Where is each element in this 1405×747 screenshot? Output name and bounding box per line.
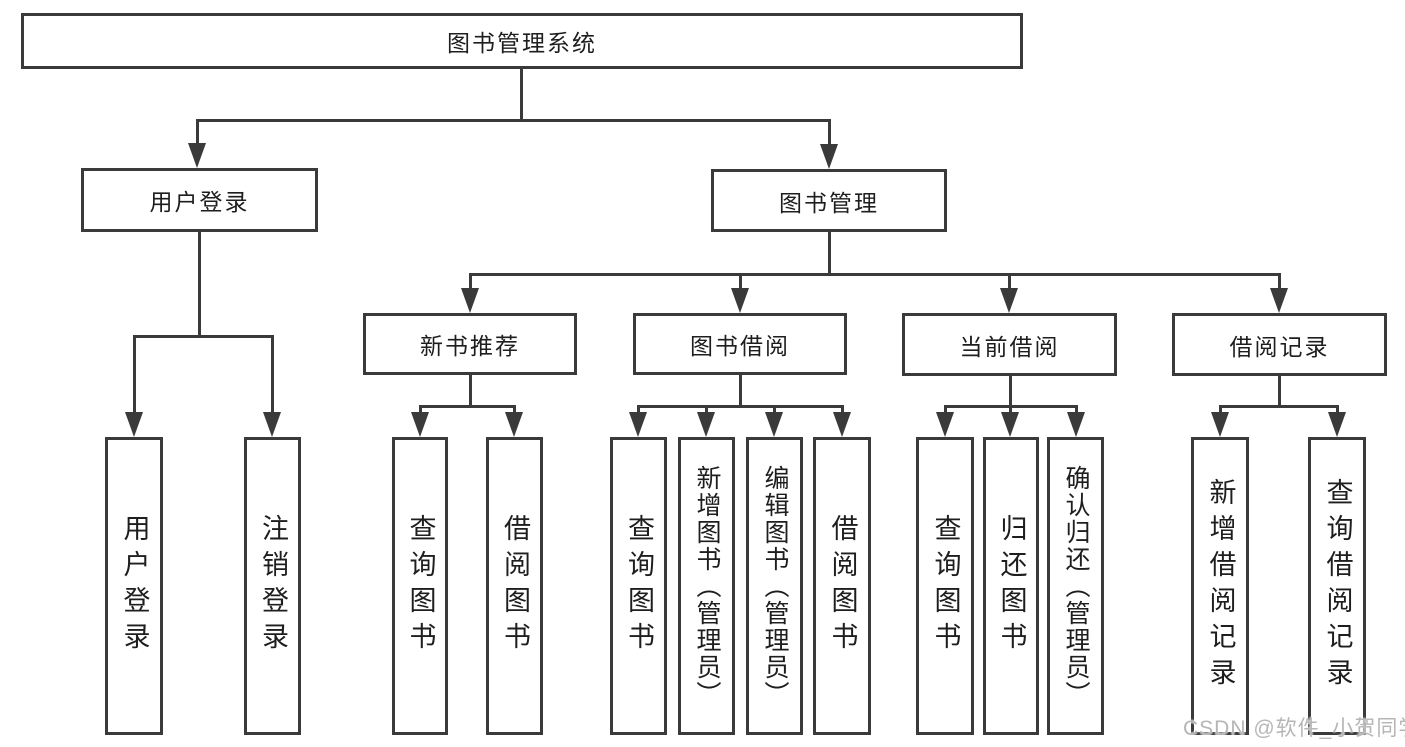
- arrowhead: [1270, 288, 1288, 313]
- node-user-login-label: 用户登录: [149, 189, 250, 215]
- leaf-query-books-current-label: 查询图书: [930, 514, 961, 658]
- leaf-user-login: 用户登录: [105, 437, 163, 735]
- leaf-add-books-admin: 新增图书（管理员）: [678, 437, 735, 735]
- arrowhead: [263, 412, 281, 437]
- arrowhead: [1211, 412, 1229, 437]
- leaf-query-borrow-record-label: 查询借阅记录: [1322, 478, 1353, 694]
- v-line: [271, 335, 274, 414]
- leaf-borrow-books-recommend: 借阅图书: [486, 437, 543, 735]
- h-line: [1219, 405, 1339, 408]
- node-current-borrow-label: 当前借阅: [959, 333, 1060, 360]
- node-new-book-recommend: 新书推荐: [363, 313, 577, 375]
- node-root: 图书管理系统: [21, 13, 1023, 69]
- leaf-borrow-books-label: 借阅图书: [827, 514, 858, 658]
- v-line: [1278, 376, 1281, 407]
- leaf-return-books-label: 归还图书: [996, 514, 1027, 658]
- leaf-add-books-admin-label: 新增图书（管理员）: [693, 464, 721, 708]
- v-line: [944, 405, 947, 414]
- v-line: [419, 405, 422, 414]
- v-line: [828, 119, 831, 146]
- leaf-query-books-current: 查询图书: [916, 437, 974, 735]
- node-root-label: 图书管理系统: [447, 30, 597, 56]
- leaf-logout: 注销登录: [244, 437, 301, 735]
- arrowhead: [505, 412, 523, 437]
- v-line: [1008, 273, 1011, 290]
- h-line: [469, 273, 1281, 276]
- node-book-management-label: 图书管理: [779, 189, 879, 216]
- arrowhead: [461, 288, 479, 313]
- v-line: [469, 375, 472, 407]
- v-line: [1219, 405, 1222, 414]
- node-borrow-record-label: 借阅记录: [1229, 333, 1330, 360]
- node-book-management: 图书管理: [711, 169, 947, 232]
- v-line: [739, 273, 742, 290]
- node-current-borrow: 当前借阅: [902, 313, 1117, 376]
- arrowhead: [1000, 288, 1018, 313]
- node-user-login: 用户登录: [81, 168, 318, 232]
- h-line: [637, 405, 843, 408]
- leaf-borrow-books: 借阅图书: [813, 437, 871, 735]
- node-book-borrow: 图书借阅: [633, 313, 847, 375]
- arrowhead: [731, 288, 749, 313]
- arrowhead: [1001, 412, 1019, 437]
- leaf-query-books-borrow: 查询图书: [610, 437, 667, 735]
- node-new-book-recommend-label: 新书推荐: [420, 333, 520, 359]
- arrowhead: [188, 143, 206, 168]
- v-line: [198, 232, 201, 337]
- leaf-query-books-borrow-label: 查询图书: [624, 514, 654, 658]
- leaf-confirm-return-admin-label: 确认归还（管理员）: [1062, 464, 1090, 708]
- leaf-query-books-recommend: 查询图书: [392, 437, 448, 735]
- arrowhead: [1328, 412, 1346, 437]
- arrowhead: [820, 144, 838, 169]
- v-line: [133, 335, 136, 414]
- v-line: [1075, 405, 1078, 414]
- v-line: [1278, 273, 1281, 290]
- v-line: [841, 405, 844, 414]
- arrowhead: [765, 412, 783, 437]
- v-line: [637, 405, 640, 414]
- v-line: [1336, 405, 1339, 414]
- h-line: [196, 119, 831, 122]
- arrowhead: [936, 412, 954, 437]
- v-line: [513, 405, 516, 414]
- leaf-add-borrow-record: 新增借阅记录: [1191, 437, 1249, 735]
- v-line: [469, 273, 472, 290]
- arrowhead: [697, 412, 715, 437]
- leaf-query-borrow-record: 查询借阅记录: [1308, 437, 1366, 735]
- v-line: [1009, 405, 1012, 414]
- node-book-borrow-label: 图书借阅: [690, 333, 790, 359]
- arrowhead: [125, 412, 143, 437]
- leaf-borrow-books-recommend-label: 借阅图书: [500, 514, 530, 658]
- node-borrow-record: 借阅记录: [1172, 313, 1387, 376]
- arrowhead: [1067, 412, 1085, 437]
- arrowhead: [629, 412, 647, 437]
- leaf-user-login-label: 用户登录: [119, 514, 150, 658]
- v-line: [196, 119, 199, 145]
- leaf-query-books-recommend-label: 查询图书: [405, 514, 436, 658]
- v-line: [739, 375, 742, 407]
- v-line: [828, 232, 831, 275]
- leaf-edit-books-admin: 编辑图书（管理员）: [746, 437, 803, 735]
- v-line: [705, 405, 708, 414]
- arrowhead: [833, 412, 851, 437]
- leaf-return-books: 归还图书: [983, 437, 1039, 735]
- v-line: [773, 405, 776, 414]
- h-line: [133, 335, 274, 338]
- arrowhead: [411, 412, 429, 437]
- v-line: [520, 67, 523, 121]
- leaf-add-borrow-record-label: 新增借阅记录: [1205, 478, 1236, 694]
- v-line: [1009, 376, 1012, 407]
- leaf-edit-books-admin-label: 编辑图书（管理员）: [761, 464, 789, 708]
- leaf-confirm-return-admin: 确认归还（管理员）: [1047, 437, 1104, 735]
- leaf-logout-label: 注销登录: [258, 514, 288, 658]
- watermark: CSDN @软件_小贺同学: [1183, 717, 1405, 740]
- h-line: [419, 405, 516, 408]
